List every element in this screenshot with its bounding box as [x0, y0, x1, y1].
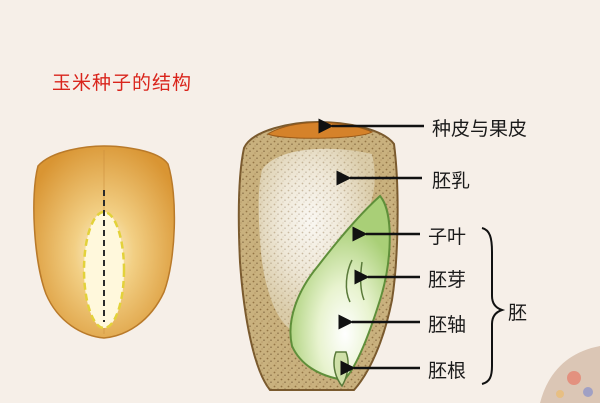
label-hypocotyl: 胚轴: [428, 310, 466, 337]
label-embryo: 胚: [508, 298, 527, 325]
label-plumule: 胚芽: [428, 265, 466, 292]
label-cotyledon: 子叶: [428, 222, 466, 249]
decorative-corner: [540, 346, 600, 403]
corn-seed-section: [239, 122, 398, 390]
label-radicle: 胚根: [428, 356, 466, 383]
embryo-bracket: [482, 228, 502, 384]
diagram-title: 玉米种子的结构: [52, 68, 192, 95]
corn-kernel-exterior: [34, 146, 175, 338]
label-endosperm: 胚乳: [432, 166, 470, 193]
label-seed-coat-pericarp: 种皮与果皮: [432, 114, 527, 141]
